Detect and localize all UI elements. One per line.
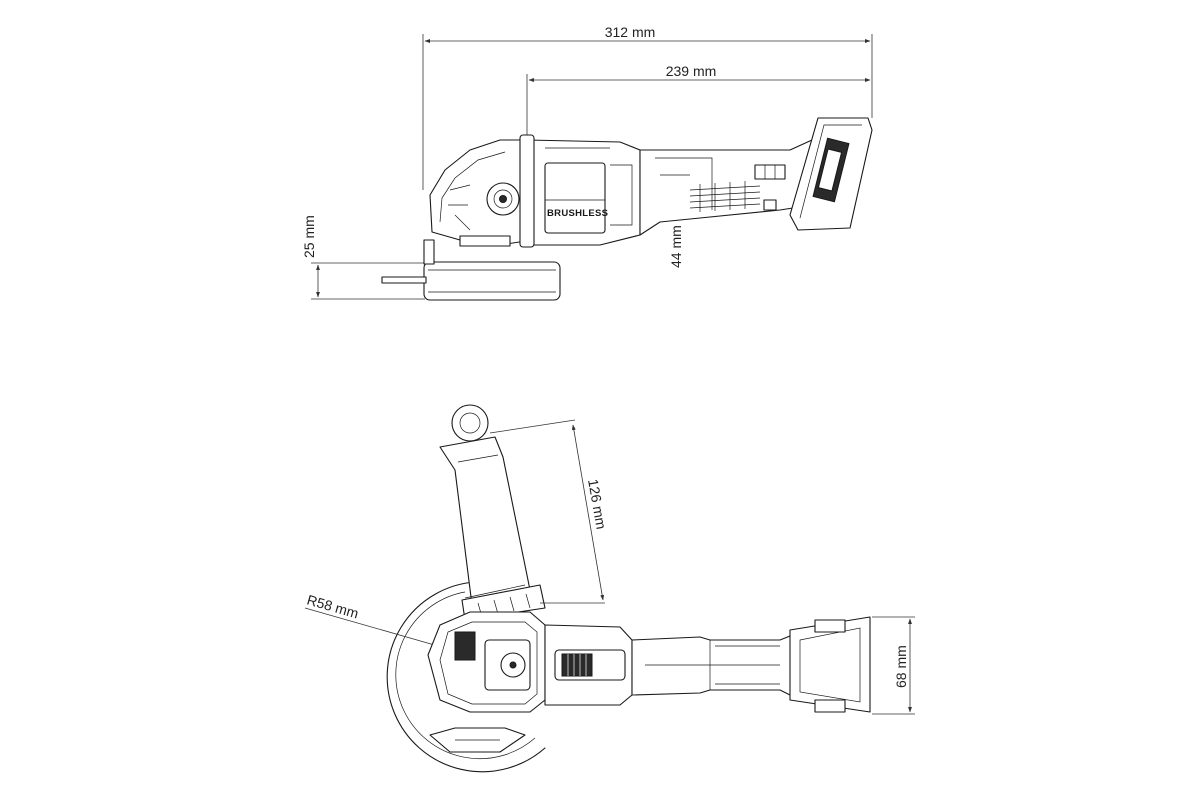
dim-overall-length-label: 312 mm xyxy=(605,24,656,40)
top-disc-guard xyxy=(386,581,546,773)
top-main-handle xyxy=(631,631,801,701)
spindle-lock-button-icon xyxy=(454,631,476,661)
brushless-brand-label: BRUSHLESS xyxy=(547,208,608,219)
side-gear-head xyxy=(429,139,533,247)
side-disc-guard xyxy=(381,239,561,301)
dim-line-handle-length xyxy=(571,424,605,601)
side-motor-housing: BRUSHLESS xyxy=(519,134,641,248)
side-battery-pack xyxy=(763,117,873,231)
top-view: R58 mm 126 mm xyxy=(304,404,915,773)
dim-handle-length-label: 126 mm xyxy=(585,478,610,531)
dim-line-guard-radius xyxy=(304,607,453,651)
top-battery-pack xyxy=(789,616,871,713)
dim-body-length-label: 239 mm xyxy=(666,63,717,79)
dim-battery-width-label: 68 mm xyxy=(893,645,909,688)
dim-disc-height-label: 25 mm xyxy=(301,215,317,258)
dim-guard-radius-label: R58 mm xyxy=(305,592,360,622)
handle-grip-texture xyxy=(689,181,761,212)
side-handle xyxy=(639,139,813,236)
top-tool-body xyxy=(427,611,633,713)
side-view: 312 mm 239 mm 25 mm 44 mm xyxy=(301,24,873,301)
top-side-handle xyxy=(439,404,546,621)
dim-grip-height-label: 44 mm xyxy=(668,225,684,268)
